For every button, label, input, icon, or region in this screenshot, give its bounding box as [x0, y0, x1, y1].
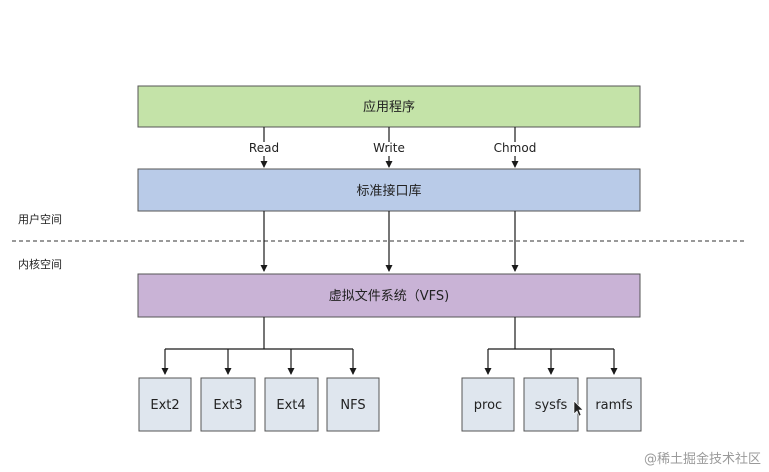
fs-box-proc: proc: [461, 377, 515, 432]
application-layer-rect: [137, 85, 641, 128]
vfs-layer-rect: [137, 273, 641, 318]
fs-box-ramfs: ramfs: [586, 377, 642, 432]
fs-label-proc: proc: [474, 398, 502, 413]
fs-box-sysfs: sysfs: [523, 377, 579, 432]
fs-box-ext4-rect: [264, 377, 319, 432]
fs-label-nfs: NFS: [340, 398, 365, 413]
fs-box-nfs: NFS: [326, 377, 380, 432]
fs-box-nfs-rect: [326, 377, 380, 432]
fs-box-ext2-rect: [138, 377, 192, 432]
fs-box-sysfs-rect: [523, 377, 579, 432]
vfs-layer-label: 虚拟文件系统（VFS): [329, 289, 449, 304]
call-label-read: Read: [249, 141, 279, 155]
fs-label-sysfs: sysfs: [535, 398, 568, 413]
fs-label-ramfs: ramfs: [595, 398, 633, 413]
fs-label-ext2: Ext2: [150, 398, 179, 413]
library-layer-box: 标准接口库: [137, 168, 641, 212]
fs-box-ext3-rect: [200, 377, 256, 432]
library-layer-rect: [137, 168, 641, 212]
fs-box-ext3: Ext3: [200, 377, 256, 432]
user-space-label: 用户空间: [18, 212, 62, 226]
vfs-layer-box: 虚拟文件系统（VFS): [137, 273, 641, 318]
call-label-chmod: Chmod: [494, 141, 537, 155]
mouse-cursor-icon: [573, 400, 584, 417]
fs-box-proc-rect: [461, 377, 515, 432]
fs-label-ext3: Ext3: [213, 398, 242, 413]
library-layer-label: 标准接口库: [356, 183, 421, 199]
watermark: @稀土掘金技术社区: [643, 452, 761, 467]
fs-label-ext4: Ext4: [276, 398, 305, 413]
kernel-space-label: 内核空间: [18, 257, 62, 271]
application-layer-box: 应用程序: [137, 85, 641, 128]
fs-box-ext2: Ext2: [138, 377, 192, 432]
application-layer-label: 应用程序: [363, 99, 415, 115]
fs-box-ramfs-rect: [586, 377, 642, 432]
fs-box-ext4: Ext4: [264, 377, 319, 432]
call-label-write: Write: [373, 141, 405, 155]
